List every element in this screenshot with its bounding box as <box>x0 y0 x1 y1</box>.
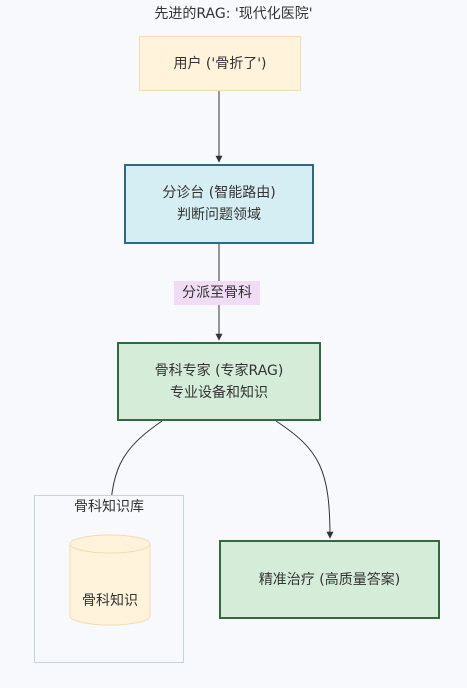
user-node-label: 用户 ('骨折了') <box>173 55 267 72</box>
edge-expert-to-answer <box>275 420 334 539</box>
answer-node-label: 精准治疗 (高质量答案) <box>258 571 401 588</box>
answer-node: 精准治疗 (高质量答案) <box>219 540 440 619</box>
triage-node-subtitle: 判断问题领域 <box>177 207 261 223</box>
triage-node: 分诊台 (智能路由) 判断问题领域 <box>124 164 314 244</box>
expert-node: 骨科专家 (专家RAG) 专业设备和知识 <box>117 342 321 421</box>
knowledge-base-cluster-label: 骨科知识库 <box>74 499 144 515</box>
triage-node-title: 分诊台 (智能路由) <box>162 185 276 201</box>
edge-label-dispatch: 分派至骨科 <box>174 281 260 305</box>
diagram-title: 先进的RAG: '现代化医院' <box>154 6 313 22</box>
expert-node-subtitle: 专业设备和知识 <box>170 384 268 401</box>
database-cylinder-top <box>69 534 151 554</box>
knowledge-database-label: 骨科知识 <box>82 593 138 609</box>
user-node: 用户 ('骨折了') <box>139 36 301 91</box>
expert-node-title: 骨科专家 (专家RAG) <box>154 362 284 379</box>
database-cylinder-body <box>69 544 151 626</box>
